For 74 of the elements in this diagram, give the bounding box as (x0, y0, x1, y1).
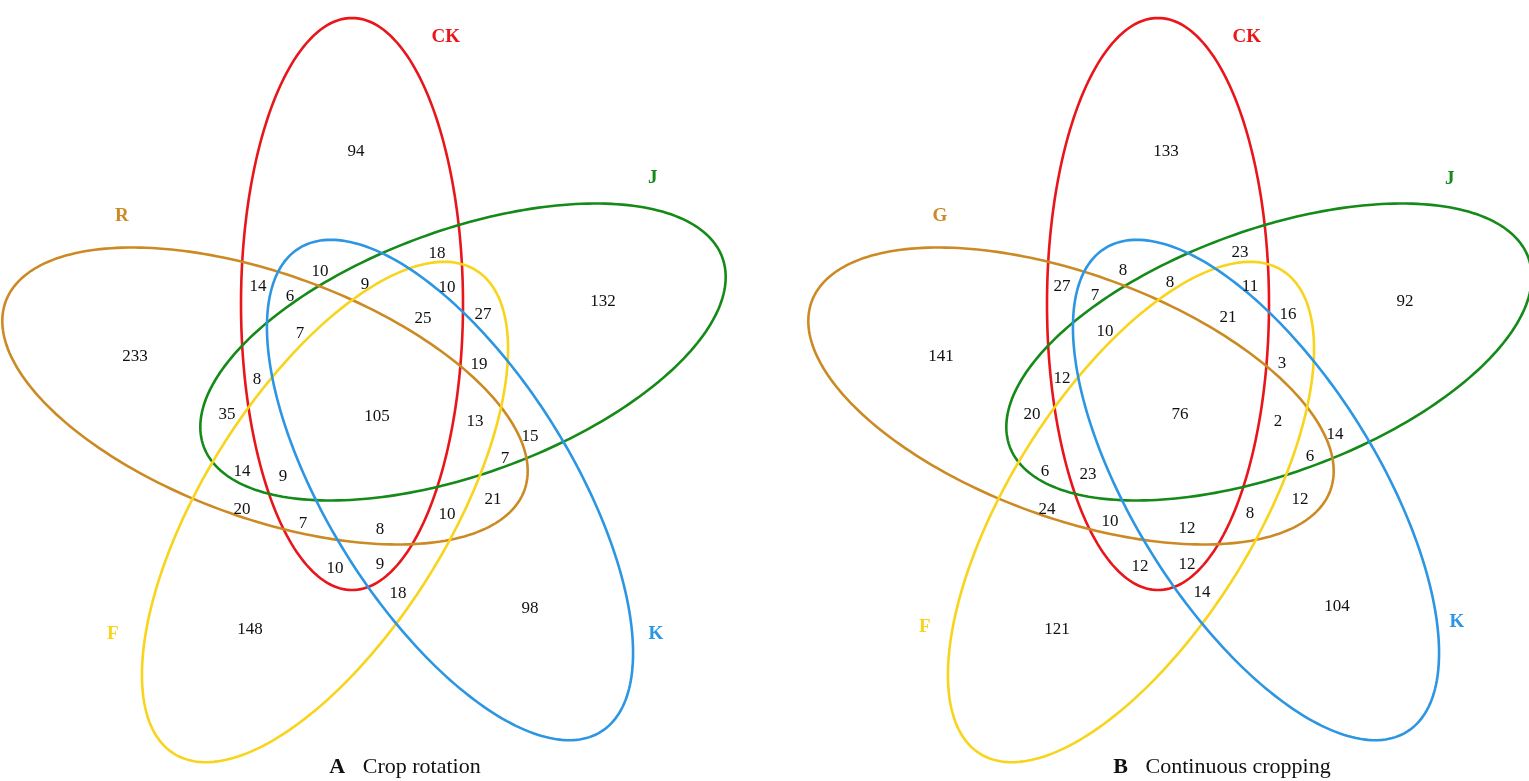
region-count: 6 (1040, 461, 1050, 479)
set-label: K (1449, 610, 1465, 630)
region-count: 6 (285, 286, 295, 304)
region-count: 23 (1231, 242, 1249, 260)
region-count: 92 (1396, 291, 1414, 309)
region-count: 16 (1279, 304, 1297, 322)
region-count: 7 (500, 448, 510, 466)
region-count: 10 (1101, 511, 1119, 529)
region-count: 14 (249, 276, 267, 294)
region-count: 94 (347, 141, 365, 159)
region-count: 21 (1219, 307, 1237, 325)
panel-caption: B Continuous cropping (1113, 755, 1331, 777)
region-count: 104 (1324, 596, 1350, 614)
region-count: 98 (521, 598, 539, 616)
region-count: 10 (311, 261, 329, 279)
region-count: 10 (438, 277, 456, 295)
region-count: 18 (389, 583, 407, 601)
region-count: 14 (1326, 424, 1344, 442)
region-count: 3 (1277, 353, 1287, 371)
set-label: CK (1232, 25, 1261, 45)
region-count: 12 (1178, 518, 1196, 536)
region-count: 15 (521, 426, 539, 444)
region-count: 20 (233, 499, 251, 517)
region-count: 2 (1273, 411, 1283, 429)
region-count: 20 (1023, 404, 1041, 422)
set-label: F (107, 622, 119, 642)
region-count: 76 (1171, 404, 1189, 422)
set-label: R (115, 204, 129, 224)
set-label: K (648, 622, 664, 642)
region-count: 19 (470, 354, 488, 372)
set-label: J (648, 166, 658, 186)
region-count: 121 (1044, 619, 1070, 637)
region-count: 8 (1165, 272, 1175, 290)
region-count: 27 (1053, 276, 1071, 294)
region-count: 12 (1178, 554, 1196, 572)
region-count: 10 (438, 504, 456, 522)
region-count: 21 (484, 489, 502, 507)
region-count: 18 (428, 243, 446, 261)
region-count: 23 (1079, 464, 1097, 482)
region-count: 8 (1118, 260, 1128, 278)
region-count: 133 (1153, 141, 1179, 159)
region-count: 105 (364, 406, 390, 424)
region-count: 8 (375, 519, 385, 537)
region-count: 12 (1053, 368, 1071, 386)
region-count: 8 (252, 369, 262, 387)
region-count: 9 (360, 274, 370, 292)
region-count: 9 (375, 554, 385, 572)
region-count: 24 (1038, 499, 1056, 517)
region-count: 12 (1131, 556, 1149, 574)
region-count: 6 (1305, 446, 1315, 464)
region-count: 27 (474, 304, 492, 322)
region-count: 13 (466, 411, 484, 429)
region-count: 7 (298, 513, 308, 531)
region-count: 132 (590, 291, 616, 309)
region-count: 35 (218, 404, 236, 422)
region-count: 14 (233, 461, 251, 479)
region-count: 10 (1096, 321, 1114, 339)
set-label: G (932, 204, 948, 224)
region-count: 11 (1241, 276, 1259, 294)
region-count: 148 (237, 619, 263, 637)
region-count: 141 (928, 346, 954, 364)
region-count: 233 (122, 346, 148, 364)
region-count: 14 (1193, 582, 1211, 600)
region-count: 25 (414, 308, 432, 326)
region-count: 8 (1245, 503, 1255, 521)
region-count: 7 (1090, 285, 1100, 303)
region-count: 7 (295, 323, 305, 341)
region-count: 10 (326, 558, 344, 576)
set-label: J (1445, 167, 1455, 187)
region-count: 12 (1291, 489, 1309, 507)
set-label: CK (431, 25, 460, 45)
region-count: 9 (278, 466, 288, 484)
set-label: F (919, 615, 931, 635)
panel-caption: A Crop rotation (329, 755, 481, 777)
